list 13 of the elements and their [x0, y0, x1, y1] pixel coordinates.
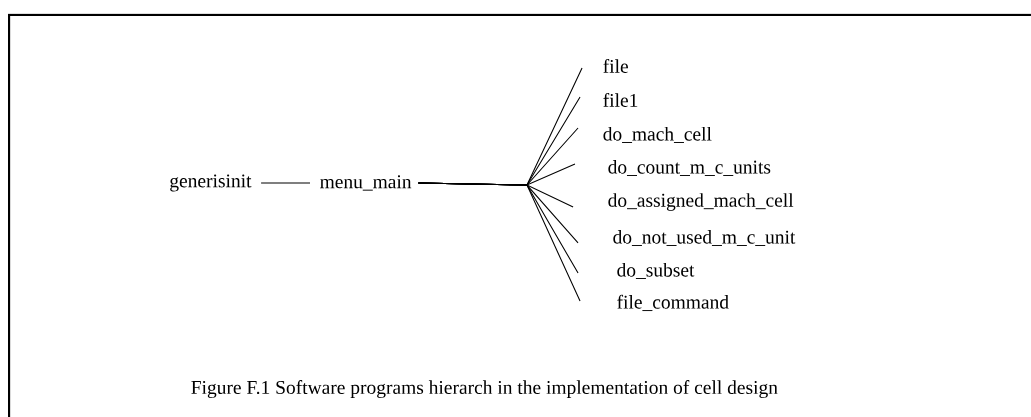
- node-label: do_mach_cell: [603, 126, 712, 143]
- node-label: do_subset: [617, 262, 695, 279]
- connector-line: [260, 182, 311, 184]
- node-label: file1: [603, 93, 638, 107]
- node-label: generisinit: [170, 174, 252, 192]
- node-label: do_not_used_m_c_unit: [613, 229, 796, 246]
- node-label: file: [603, 59, 628, 73]
- node-label: do_count_m_c_units: [608, 159, 771, 176]
- node-label: do_assigned_mach_cell: [608, 193, 794, 211]
- caption: Figure F.1 Software programs hierarch in the implementation of cell design: [191, 380, 778, 398]
- node-label: file_command: [617, 294, 729, 311]
- node-label: menu_main: [320, 175, 412, 191]
- connector-line: [417, 182, 581, 302]
